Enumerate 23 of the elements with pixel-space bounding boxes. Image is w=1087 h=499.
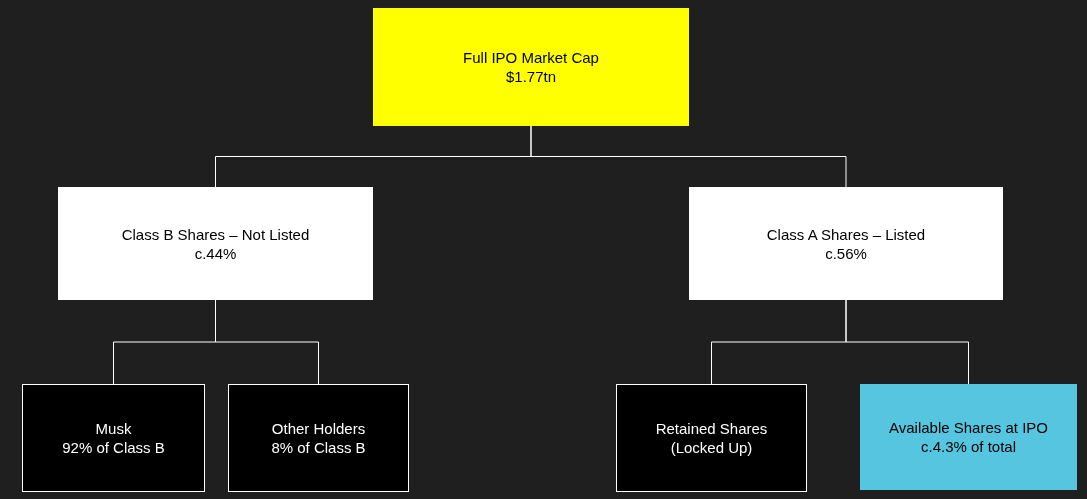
org-box	[22, 384, 205, 492]
box-title: Full IPO Market Cap	[463, 48, 599, 67]
box-title: Class A Shares – Listed	[766, 224, 926, 244]
org-box	[689, 187, 1003, 300]
org-box	[58, 187, 373, 300]
box-title: Available Shares at IPO	[889, 418, 1048, 437]
box-title: Other Holders	[271, 419, 366, 438]
box-value: 8% of Class B	[271, 438, 366, 457]
box-value: 92% of Class B	[62, 438, 165, 457]
connector-line	[530, 125, 847, 188]
box-value: c.56%	[825, 243, 867, 263]
org-box	[860, 384, 1077, 490]
box-title: Musk	[95, 419, 132, 438]
box-value: c.44%	[194, 243, 237, 263]
org-box	[373, 8, 689, 126]
box-value: (Locked Up)	[670, 438, 753, 457]
org-box	[228, 384, 409, 492]
box-value: $1.77tn	[505, 67, 556, 86]
connector-line	[845, 299, 969, 385]
box-title: Retained Shares	[655, 419, 768, 438]
org-box	[616, 384, 807, 492]
box-title: Class B Shares – Not Listed	[121, 224, 310, 244]
box-value: c.4.3% of total	[920, 437, 1017, 456]
